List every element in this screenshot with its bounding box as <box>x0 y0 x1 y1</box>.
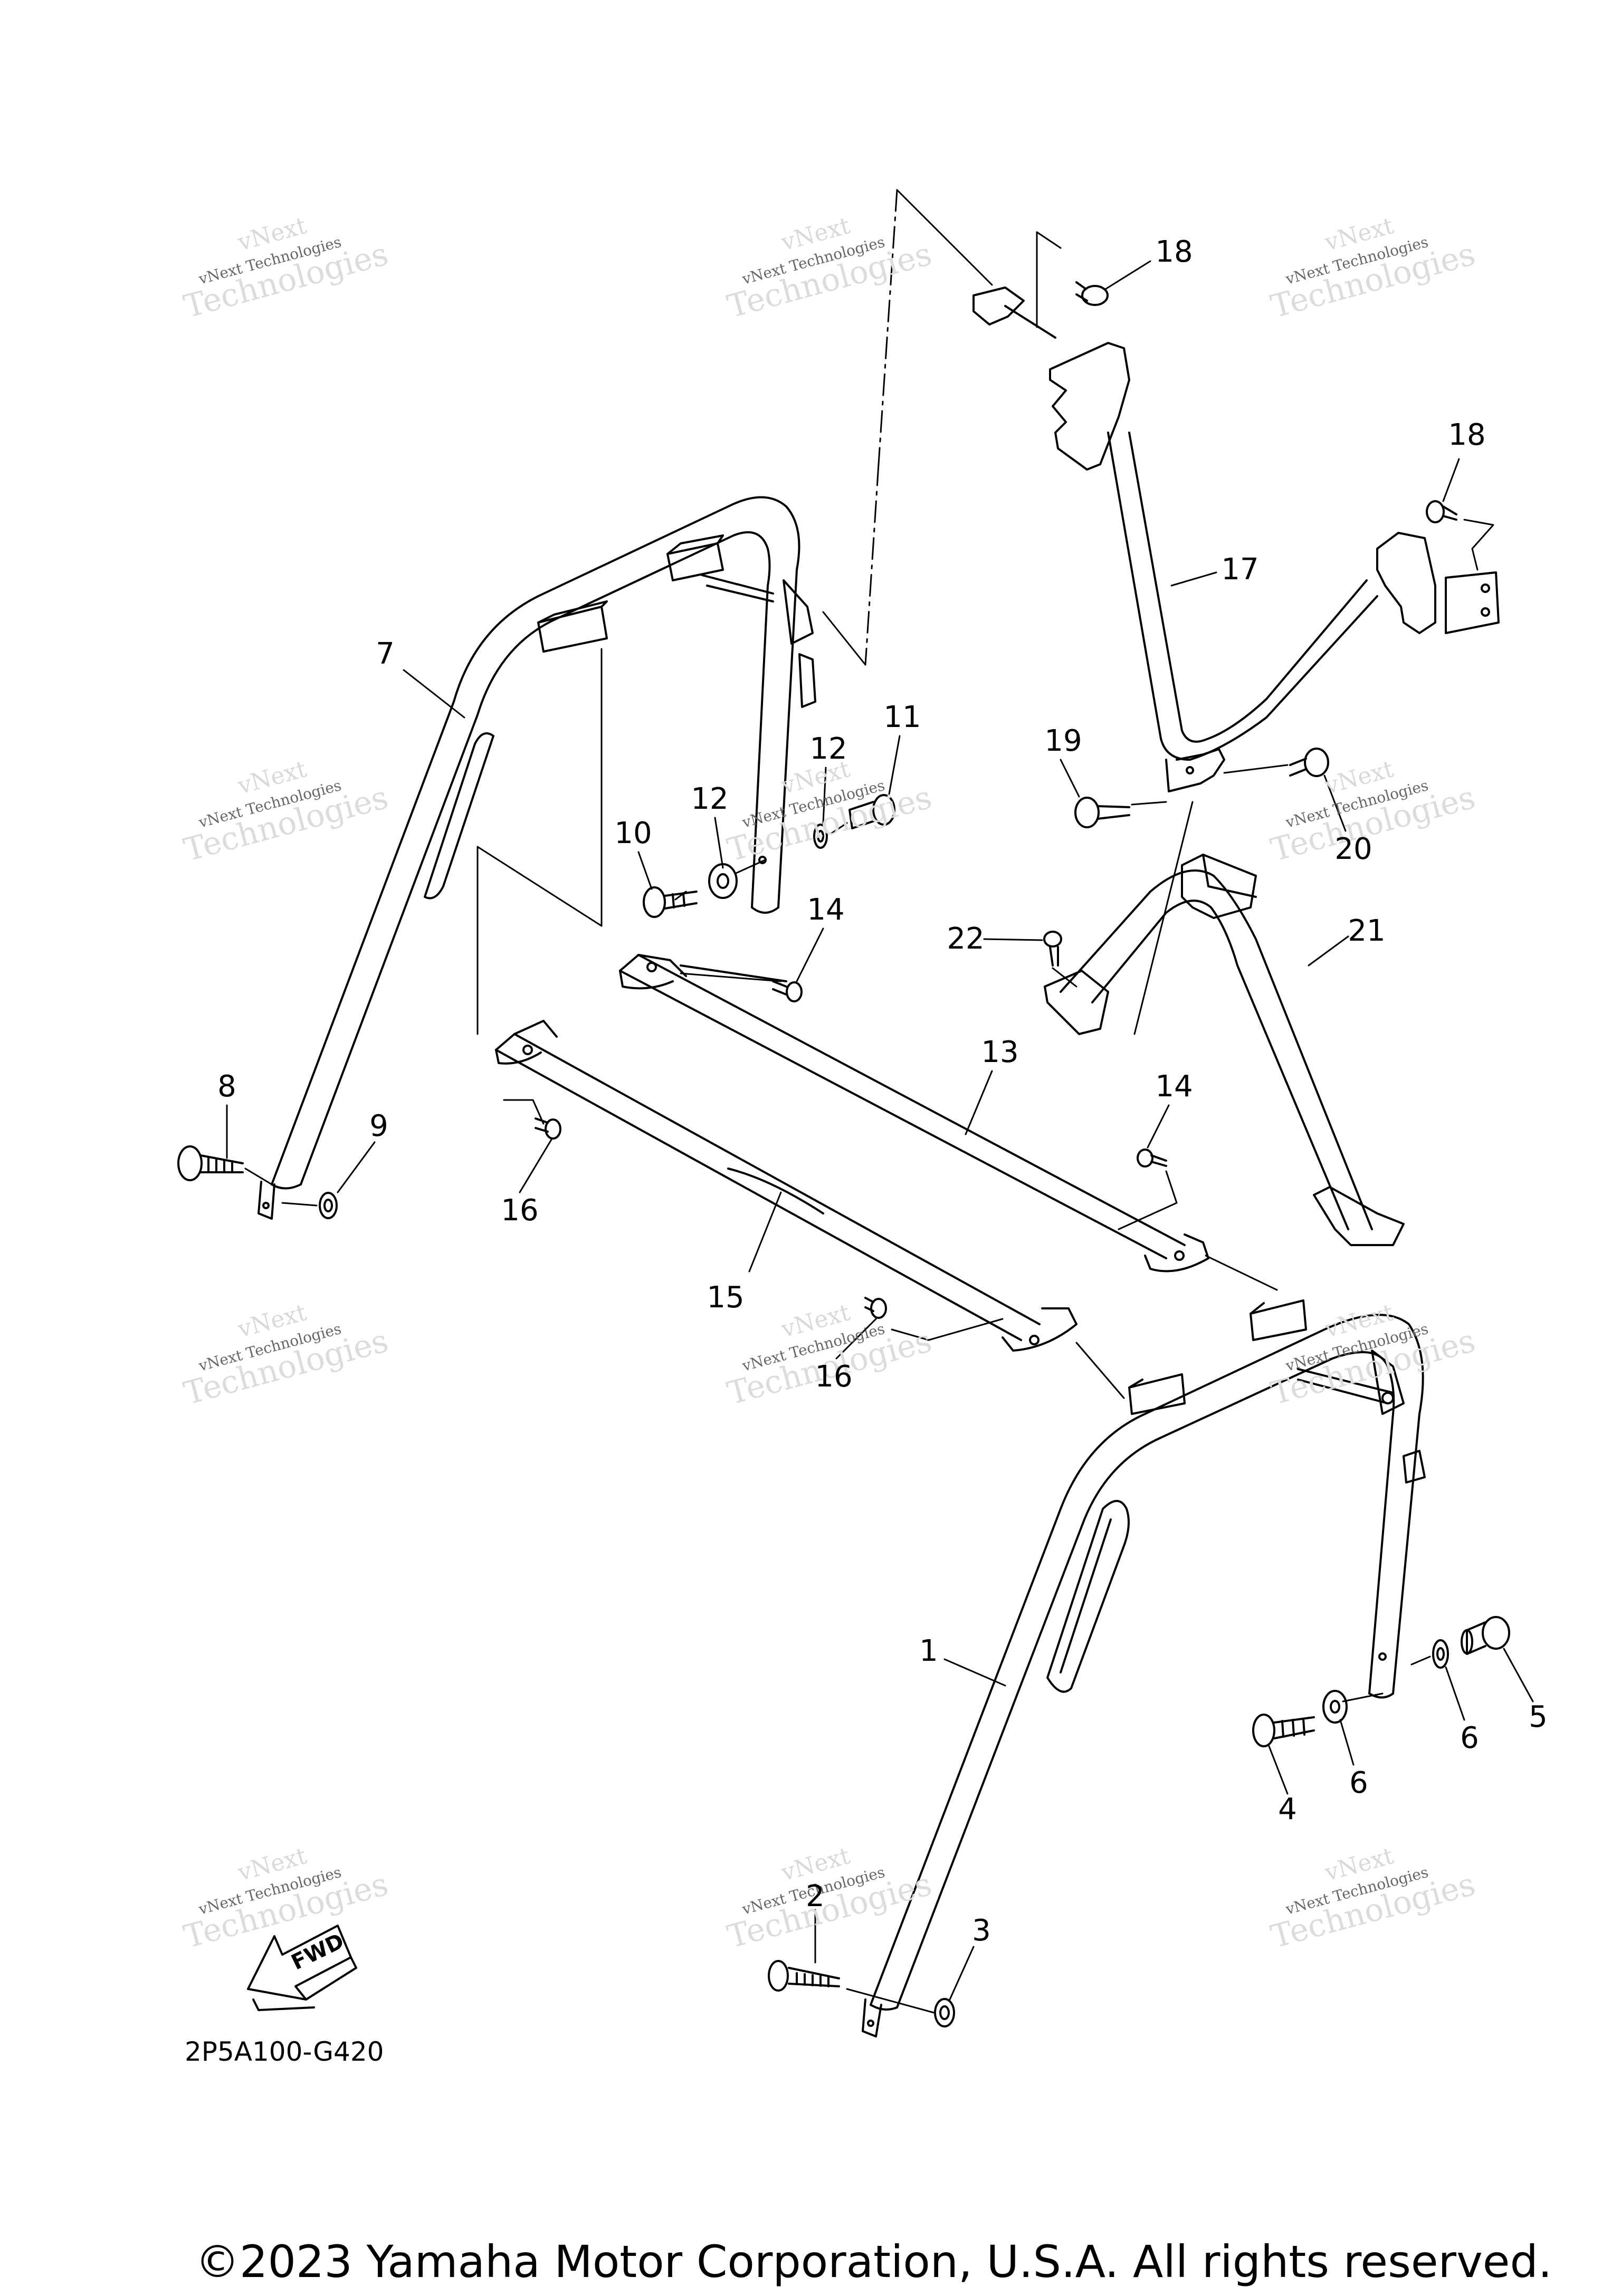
callout-part-14: 14 <box>807 893 845 927</box>
bolt-part-16a <box>535 1117 561 1140</box>
callout-part-1: 1 <box>919 1634 938 1668</box>
callout-part-13: 13 <box>981 1035 1019 1069</box>
bolt-part-11 <box>848 794 895 829</box>
washer-part-12b <box>813 824 828 849</box>
callout-part-7: 7 <box>376 637 395 671</box>
callout-part-22: 22 <box>947 922 985 956</box>
bolt-part-14b <box>1137 1149 1167 1168</box>
callout-part-12: 12 <box>691 782 729 816</box>
brace-part-17 <box>972 286 1500 792</box>
diagram-code: 2P5A100-G420 <box>185 2036 384 2067</box>
assembly-lines <box>244 189 1494 2014</box>
callout-part-2: 2 <box>806 1879 825 1914</box>
callout-part-4: 4 <box>1278 1792 1297 1826</box>
bolt-part-14a <box>772 980 803 1002</box>
cross-member-part-13 <box>619 954 1209 1273</box>
callout-part-3: 3 <box>972 1914 991 1948</box>
callout-part-16: 16 <box>501 1193 539 1228</box>
bolt-part-16b <box>864 1297 887 1319</box>
fasteners <box>177 281 1510 2027</box>
cross-member-part-15 <box>495 1020 1078 1352</box>
washer-part-12a <box>708 863 738 899</box>
bolt-part-4 <box>1252 1714 1315 1747</box>
callout-part-18: 18 <box>1448 418 1486 452</box>
callout-part-10: 10 <box>614 816 652 850</box>
callout-part-6: 6 <box>1349 1766 1368 1800</box>
bolt-part-5 <box>1461 1616 1510 1655</box>
rear-roll-bar-part-7 <box>258 496 816 1220</box>
bolt-part-8 <box>177 1145 244 1181</box>
bolt-part-19 <box>1074 797 1130 828</box>
callout-part-17: 17 <box>1221 552 1259 587</box>
bolt-part-18a <box>1075 281 1109 306</box>
fwd-arrow-icon <box>247 1925 357 2011</box>
callout-part-8: 8 <box>217 1069 236 1104</box>
bolt-part-10 <box>643 886 698 918</box>
copyright-notice: ©2023 Yamaha Motor Corporation, U.S.A. A… <box>195 2236 1552 2288</box>
callout-part-20: 20 <box>1334 832 1372 866</box>
callout-part-11: 11 <box>883 700 921 734</box>
washer-part-6b <box>1322 1690 1348 1724</box>
callout-part-21: 21 <box>1348 914 1386 948</box>
callout-part-18: 18 <box>1155 235 1193 269</box>
bolt-part-22 <box>1043 931 1062 967</box>
callout-part-5: 5 <box>1529 1700 1548 1734</box>
callout-part-12: 12 <box>809 732 847 766</box>
washer-part-6a <box>1432 1639 1449 1669</box>
callout-part-15: 15 <box>707 1280 745 1315</box>
bolt-part-2 <box>768 1960 840 1992</box>
leader-lines <box>226 260 1534 2001</box>
bolt-part-20 <box>1289 748 1329 777</box>
callout-part-14: 14 <box>1155 1069 1193 1104</box>
callout-part-9: 9 <box>369 1109 388 1143</box>
front-roll-bar-part-1 <box>862 1299 1426 2037</box>
frame-part-21 <box>1044 854 1405 1246</box>
callout-part-6: 6 <box>1460 1721 1479 1755</box>
nut-part-3 <box>934 1998 955 2027</box>
callout-part-16: 16 <box>815 1360 853 1394</box>
callout-part-19: 19 <box>1044 724 1082 758</box>
bolt-part-18b <box>1426 500 1457 523</box>
nut-part-9 <box>319 1192 338 1219</box>
